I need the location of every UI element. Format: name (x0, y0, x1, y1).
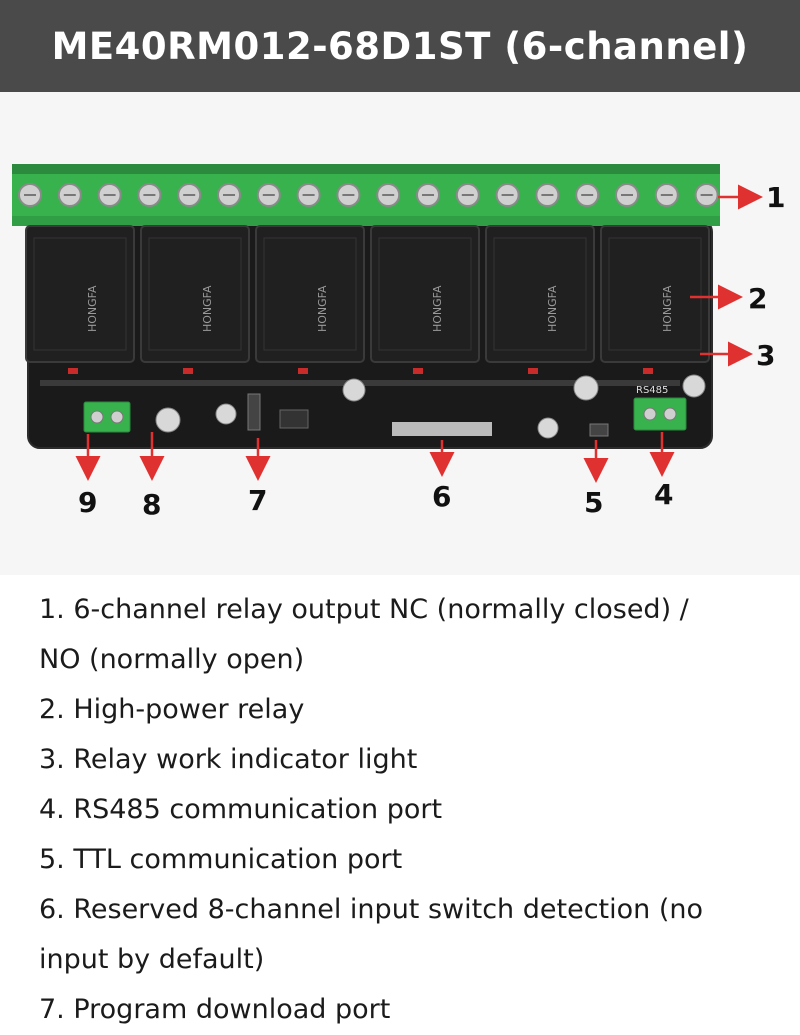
capacitor (342, 378, 366, 402)
callout-number-5: 5 (584, 486, 603, 519)
relay (370, 225, 480, 363)
input-pin-header (392, 422, 492, 436)
callout-number-8: 8 (142, 488, 161, 521)
callout-number-9: 9 (78, 486, 97, 519)
relay (255, 225, 365, 363)
title-bar: ME40RM012-68D1ST (6-channel) (0, 0, 800, 92)
program-download-header (247, 393, 261, 431)
feature-line: 1. 6-channel relay output NC (normally c… (39, 594, 689, 625)
terminal-block (12, 164, 720, 226)
callout-number-6: 6 (432, 480, 451, 513)
relay-brand-marking: HONGFA (316, 285, 329, 332)
callout-number-2: 2 (748, 282, 767, 315)
indicator-led (413, 368, 423, 374)
capacitor (682, 374, 706, 398)
relay-brand-marking: HONGFA (86, 285, 99, 332)
capacitor (215, 403, 237, 425)
indicator-led (528, 368, 538, 374)
relay-brand-marking: HONGFA (546, 285, 559, 332)
relay-brand-marking: HONGFA (431, 285, 444, 332)
feature-line: 5. TTL communication port (39, 844, 403, 875)
relay-brand-marking: HONGFA (661, 285, 674, 332)
feature-line: 3. Relay work indicator light (39, 744, 418, 775)
capacitor (537, 417, 559, 439)
rs485-silk-label: RS485 (636, 385, 668, 396)
indicator-led (643, 368, 653, 374)
board-photo: HONGFA HONGFA HONGFA HONGFA HONGFA HONGFA (0, 92, 800, 575)
mcu-chip (279, 409, 309, 429)
capacitor (155, 407, 181, 433)
product-title: ME40RM012-68D1ST (6-channel) (51, 24, 749, 68)
indicator-leds (68, 368, 653, 374)
feature-line: 4. RS485 communication port (39, 794, 443, 825)
relay (140, 225, 250, 363)
feature-line: 6. Reserved 8-channel input switch detec… (39, 894, 704, 925)
relay (485, 225, 595, 363)
feature-line: NO (normally open) (39, 644, 305, 675)
terminal-screws (18, 183, 719, 207)
feature-line: 7. Program download port (39, 994, 391, 1025)
relay (25, 225, 135, 363)
feature-line: input by default) (39, 944, 265, 975)
callout-number-4: 4 (654, 478, 673, 511)
relays: HONGFA HONGFA HONGFA HONGFA HONGFA HONGFA (25, 225, 710, 363)
ttl-header (589, 423, 609, 437)
indicator-led (68, 368, 78, 374)
feature-list: 1. 6-channel relay output NC (normally c… (39, 585, 779, 1035)
callout-number-7: 7 (248, 484, 267, 517)
indicator-led (183, 368, 193, 374)
feature-line: 2. High-power relay (39, 694, 305, 725)
callout-number-1: 1 (766, 181, 785, 214)
relay (600, 225, 710, 363)
callout-number-3: 3 (756, 339, 775, 372)
rs485-terminal (633, 397, 687, 431)
power-terminal (83, 401, 131, 433)
capacitor (573, 375, 599, 401)
relay-brand-marking: HONGFA (201, 285, 214, 332)
indicator-led (298, 368, 308, 374)
board-illustration: HONGFA HONGFA HONGFA HONGFA HONGFA HONGFA (12, 164, 785, 521)
